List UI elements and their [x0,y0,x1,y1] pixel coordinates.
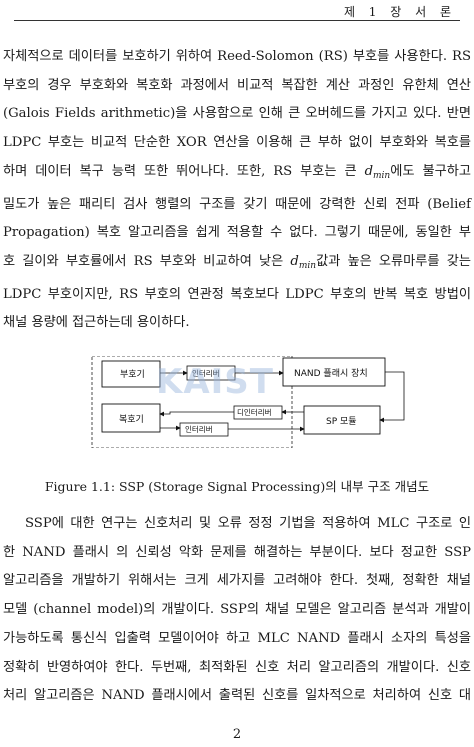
dmin-symbol: d [290,253,299,269]
ssp-boundary [91,356,293,448]
text-fragment: 하며 데이터 복구 능력 또한 뛰어나다. 또한, RS 부호는 큰 [3,163,365,179]
text-line: (Galois Fields arithmetic)을 사용함으로 인해 큰 오… [3,106,471,122]
text-line: LDPC 부호는 비교적 단순한 XOR 연산을 이용해 큰 부하 없이 부호화… [3,135,471,151]
text-line: SSP에 대한 연구는 신호처리 및 오류 정정 기법을 적용하여 MLC 구조… [25,516,471,531]
kaist-watermark: KAIST [156,362,274,402]
text-line: 가능하도록 통신식 입출력 모델이어야 하고 MLC NAND 플래시 소자의 … [3,630,471,646]
text-line: 모델 (channel model)의 개발이다. SSP의 채널 모델은 알고… [3,602,471,618]
text-line: 정확히 반영하여야 한다. 두번째, 최적화된 신호 처리 알고리즘의 개발이다… [3,659,471,675]
text-line: 처리 알고리즘은 NAND 플래시에서 출력된 신호를 일차적으로 처리하여 신… [3,688,471,704]
dmin-symbol: d [364,163,374,179]
text-line: LDPC 부호이지만, RS 부호의 연관정 복호보다 LDPC 부호의 반복 … [3,286,471,302]
chapter-title: 제 1 장 서 론 [343,5,456,19]
decoder-block [101,403,161,433]
text-line: 알고리즘을 개발하기 위해서는 크게 세가지를 고려해야 한다. 첫째, 정확한… [3,573,471,589]
text-line: 자체적으로 데이터를 보호하기 위하여 Reed-Solomon (RS) 부호… [3,49,471,64]
text-line: 채널 용량에 접근하는데 용이하다. [3,315,190,331]
deinterleaver-label: 디인터리버 [237,408,272,417]
text-line-dmin-1: 하며 데이터 복구 능력 또한 뛰어나다. 또한, RS 부호는 큰 dmin에… [3,158,471,191]
paragraph-1: 자체적으로 데이터를 보호하기 위하여 Reed-Solomon (RS) 부호… [3,43,471,338]
encoder-label: 부호기 [120,370,145,380]
interleaver-bottom-label: 인터리버 [185,425,213,434]
text-line: 부호의 경우 부호화와 복호화 과정에서 비교적 복잡한 계산 과정인 유한체 … [3,77,471,93]
text-fragment: 호 길이와 부호률에서 RS 부호와 비교하여 낮은 [3,253,291,269]
ssp-block-diagram: 부호기 인터리버 NAND 플래시 장치 복호기 디인터리버 인터리버 SP 모… [86,356,418,448]
text-line-dmin-2: 호 길이와 부호률에서 RS 부호와 비교하여 낮은 dmin값과 높은 오류마… [3,248,471,281]
text-fragment: 값과 높은 오류마루를 갖는 [316,253,471,269]
page-number: 2 [232,727,242,742]
figure-caption: Figure 1.1: SSP (Storage Signal Processi… [44,479,430,494]
text-line: 밀도가 높은 패리티 검사 행렬의 구조를 갖기 때문에 강력한 신뢰 전파 (… [3,196,471,212]
text-line: Propagation) 복호 알고리즘을 쉽게 적용할 수 없다. 그렇기 때… [3,225,471,241]
decoder-label: 복호기 [119,415,144,425]
dmin-subscript: min [373,170,391,181]
text-line: 한 NAND 플래시 의 신뢰성 악화 문제를 해결하는 부분이다. 보다 정교… [3,544,471,560]
dmin-subscript: min [298,260,317,271]
sp-module-label: SP 모듈 [326,417,357,427]
diagram-lines [91,356,405,448]
sp-module-block [303,405,381,435]
encoder-block [101,360,161,388]
nand-device-label: NAND 플래시 장치 [294,369,368,379]
running-header: 제 1 장 서 론 [0,0,474,22]
header-rule [14,20,460,21]
text-fragment: 에도 불구하고 [390,163,471,179]
interleaver-top-label: 인터리버 [192,369,220,378]
paragraph-2: SSP에 대한 연구는 신호처리 및 오류 정정 기법을 적용하여 MLC 구조… [3,510,471,711]
